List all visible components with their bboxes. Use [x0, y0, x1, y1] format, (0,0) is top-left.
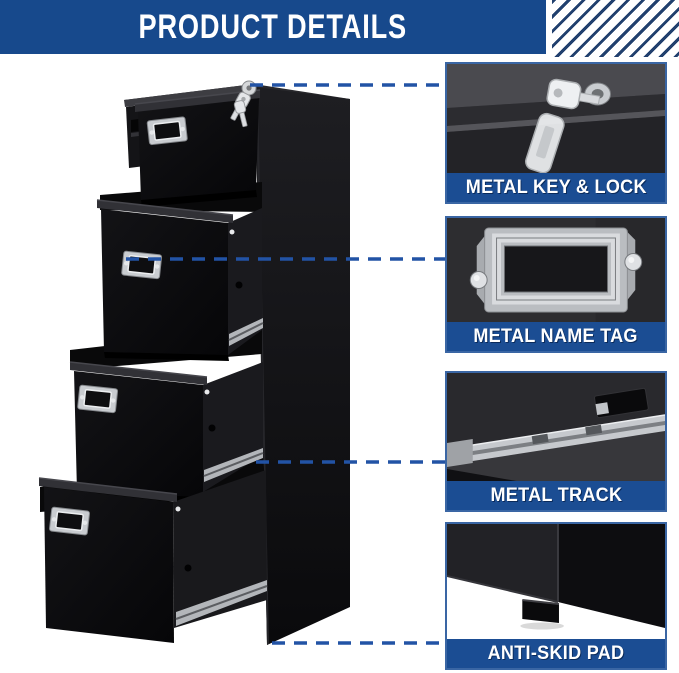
- callout-label-bar: METAL NAME TAG: [447, 322, 665, 351]
- name-tag-plate: [469, 227, 643, 313]
- callout-panel-anti-skid-pad: ANTI-SKID PAD: [445, 522, 667, 670]
- foot-pad: [522, 599, 560, 623]
- header-banner: PRODUCT DETAILS: [0, 0, 546, 54]
- mount-bracket: [594, 387, 649, 419]
- key-icon: [546, 78, 601, 110]
- name-tag-photo: [447, 218, 665, 322]
- drawer-3: [69, 361, 264, 503]
- callout-panel-metal-name-tag: METAL NAME TAG: [445, 216, 667, 353]
- drawer-2: [96, 199, 264, 361]
- callout-label-bar: METAL TRACK: [447, 481, 665, 510]
- name-tag-drawer-3: [76, 384, 119, 414]
- name-tag-drawer-4: [48, 506, 91, 536]
- callout-label-bar: METAL KEY & LOCK: [447, 173, 665, 202]
- name-tag-drawer-1: [146, 115, 189, 146]
- key-icon: [525, 112, 565, 173]
- anti-skid-pad-photo: [447, 524, 665, 639]
- callout-panel-metal-track: METAL TRACK: [445, 371, 667, 512]
- page-title: PRODUCT DETAILS: [138, 7, 408, 46]
- callout-label-bar: ANTI-SKID PAD: [447, 639, 665, 668]
- key-icon: [233, 100, 248, 128]
- track-photo: [447, 373, 665, 481]
- diagonal-stripes-decoration: [552, 0, 679, 57]
- callout-label-text: ANTI-SKID PAD: [487, 642, 625, 664]
- callout-panel-metal-key-lock: METAL KEY & LOCK: [445, 62, 667, 204]
- callout-label-text: METAL KEY & LOCK: [465, 176, 647, 198]
- drawer-1: [134, 89, 261, 207]
- slide-rail: [447, 414, 665, 467]
- name-tag-drawer-2: [120, 250, 163, 280]
- callout-label-text: METAL TRACK: [490, 484, 622, 506]
- key-lock-photo: [447, 64, 665, 173]
- callout-label-text: METAL NAME TAG: [473, 325, 639, 347]
- drawer-4: [38, 470, 268, 643]
